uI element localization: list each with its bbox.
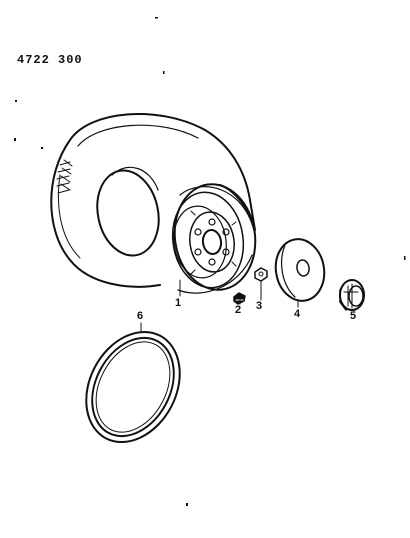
scan-specks [14,17,406,506]
wheel-bolt-holes [194,218,230,266]
wheel-nut [254,267,268,282]
wheel-rim [171,183,257,294]
tire-tread-marks [56,159,73,194]
wheel-cap [274,238,326,302]
hub-nut [339,279,365,311]
callout-valve: 2 [235,304,242,316]
diagram-code: 4722 300 [17,53,83,67]
callout-nut: 3 [256,300,263,312]
trim-ring [85,330,181,444]
callout-wheel: 1 [175,297,182,309]
callout-cap: 4 [294,308,301,320]
callout-hub-nut: 5 [350,310,357,322]
leader-lines [140,279,355,332]
wheel-disc [189,210,237,275]
callout-ring: 6 [137,310,144,322]
tire [50,113,256,288]
